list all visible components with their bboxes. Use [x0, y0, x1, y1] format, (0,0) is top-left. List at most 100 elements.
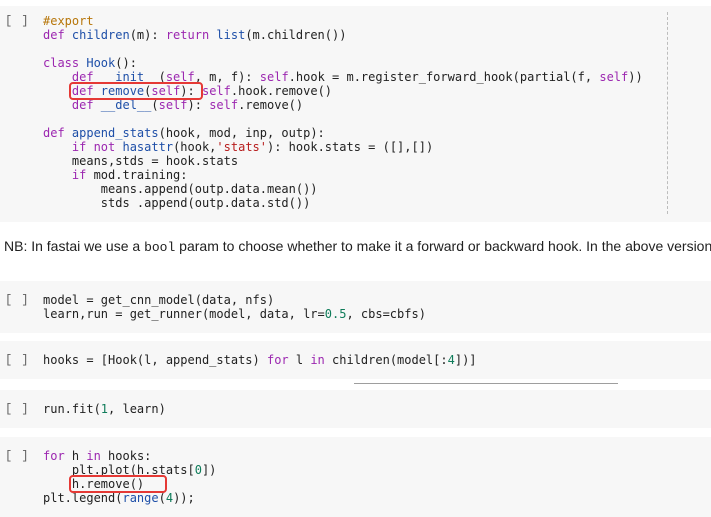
run-cell-button[interactable]: [ ]	[5, 449, 30, 463]
run-cell-button[interactable]: [ ]	[5, 402, 30, 416]
code-token: h	[71, 449, 87, 463]
code-token: children	[71, 28, 130, 42]
code-token: class	[43, 56, 87, 70]
code-line: if mod.training:	[43, 168, 643, 182]
code-token: (m.children())	[245, 28, 347, 42]
code-token: def	[43, 126, 72, 140]
code-token: self	[209, 98, 239, 112]
code-token: 4	[447, 353, 455, 367]
code-token: ])]	[454, 353, 477, 367]
code-token: hasattr	[122, 140, 174, 154]
code-token: return	[165, 28, 217, 42]
code-token: , m, f):	[194, 70, 260, 84]
code-line: run.fit(1, learn)	[43, 402, 166, 416]
code-cell-fit[interactable]: [ ] run.fit(1, learn)	[0, 390, 711, 428]
code-line: means,stds = hook.stats	[43, 154, 643, 168]
code-token: run.fit(	[43, 402, 101, 416]
code-line: hooks = [Hook(l, append_stats) for l in …	[43, 353, 477, 367]
markdown-note: NB: In fastai we use a bool param to cho…	[4, 238, 711, 255]
code-token: , learn)	[108, 402, 166, 416]
code-token: .hook.remove()	[230, 84, 333, 98]
code-token: means.append(outp.data.mean())	[43, 182, 318, 196]
code-editor[interactable]: model = get_cnn_model(data, nfs)learn,ru…	[43, 293, 426, 321]
code-token: plt.legend(	[43, 491, 123, 505]
code-token: (hook, mod, inp, outp):	[158, 126, 325, 140]
code-token: self	[259, 70, 289, 84]
note-inline-code: bool	[144, 240, 176, 255]
horizontal-scrollbar[interactable]	[354, 383, 618, 384]
code-token: remove	[100, 84, 145, 98]
code-token: h.remove()	[43, 477, 145, 491]
code-line: def __del__(self): self.remove()	[43, 98, 643, 112]
code-token: #export	[43, 14, 94, 28]
code-line: def append_stats(hook, mod, inp, outp):	[43, 126, 643, 140]
code-line: def remove(self): self.hook.remove()	[43, 84, 643, 98]
code-token: children(model[:	[332, 353, 448, 367]
code-cell-model[interactable]: [ ] model = get_cnn_model(data, nfs)lear…	[0, 281, 711, 333]
code-line: model = get_cnn_model(data, nfs)	[43, 293, 426, 307]
code-token: ):	[187, 98, 210, 112]
code-token: __init__	[100, 70, 159, 84]
highlight-def-remove	[69, 82, 203, 100]
code-token: 4	[165, 491, 174, 505]
code-token: l	[295, 353, 311, 367]
code-line: means.append(outp.data.mean())	[43, 182, 643, 196]
code-token: ): hook.stats = ([],[])	[267, 140, 434, 154]
code-token: self	[201, 84, 231, 98]
code-line: stds .append(outp.data.std())	[43, 196, 643, 210]
code-token: append_stats	[71, 126, 159, 140]
code-token: ):	[180, 84, 202, 98]
code-token: in	[86, 449, 109, 463]
code-line: h.remove()	[43, 477, 216, 491]
code-cell-hooks[interactable]: [ ] hooks = [Hook(l, append_stats) for l…	[0, 341, 711, 379]
code-token: ));	[173, 491, 195, 505]
code-token: range	[122, 491, 159, 505]
code-editor[interactable]: hooks = [Hook(l, append_stats) for l in …	[43, 353, 477, 367]
code-line: def children(m): return list(m.children(…	[43, 28, 643, 42]
code-cell-plot[interactable]: [ ] for h in hooks: plt.plot(h.stats[0])…	[0, 437, 711, 517]
run-cell-button[interactable]: [ ]	[5, 293, 30, 307]
code-editor[interactable]: run.fit(1, learn)	[43, 402, 166, 416]
code-line	[43, 42, 643, 56]
code-token: means,stds = hook.stats	[43, 154, 239, 168]
code-token: model = get_cnn_model(data, nfs)	[43, 293, 275, 307]
code-token: __del__	[100, 98, 152, 112]
code-token: 'stats'	[216, 140, 267, 154]
ruler-guide	[667, 12, 668, 214]
code-token: .remove()	[238, 98, 304, 112]
code-token: 1	[100, 402, 109, 416]
code-token: for	[266, 353, 296, 367]
code-token: self	[151, 84, 181, 98]
code-token: (	[151, 98, 159, 112]
code-token: self	[599, 70, 629, 84]
run-cell-button[interactable]: [ ]	[5, 14, 30, 28]
code-token: 0	[194, 463, 202, 477]
code-token: , cbs=cbfs)	[346, 307, 426, 321]
run-cell-button[interactable]: [ ]	[5, 353, 30, 367]
code-token: Hook	[86, 56, 116, 70]
code-token: (	[158, 491, 166, 505]
code-token: plt.plot(h.stats[	[43, 463, 195, 477]
code-token: self	[158, 98, 188, 112]
code-token: stds .append(outp.data.std())	[43, 196, 311, 210]
code-line: for h in hooks:	[43, 449, 216, 463]
code-token: def	[43, 84, 101, 98]
code-token: (	[144, 84, 152, 98]
code-line: plt.plot(h.stats[0])	[43, 463, 217, 477]
note-text-suffix: param to choose whether to make it a for…	[175, 238, 711, 254]
code-token: ():	[115, 56, 137, 70]
code-token: learn,run = get_runner(model, data, lr=	[43, 307, 325, 321]
code-token: self	[165, 70, 195, 84]
code-editor[interactable]: for h in hooks: plt.plot(h.stats[0]) h.r…	[43, 449, 216, 505]
code-token: def	[43, 98, 101, 112]
code-token: if	[43, 168, 94, 182]
code-token: (	[158, 70, 166, 84]
code-token: if not	[43, 140, 123, 154]
note-text-prefix: NB: In fastai we use a	[4, 238, 145, 254]
code-token: mod.training:	[93, 168, 188, 182]
code-token: for	[43, 449, 72, 463]
code-token: (hook,	[173, 140, 217, 154]
code-token: def	[43, 28, 72, 42]
